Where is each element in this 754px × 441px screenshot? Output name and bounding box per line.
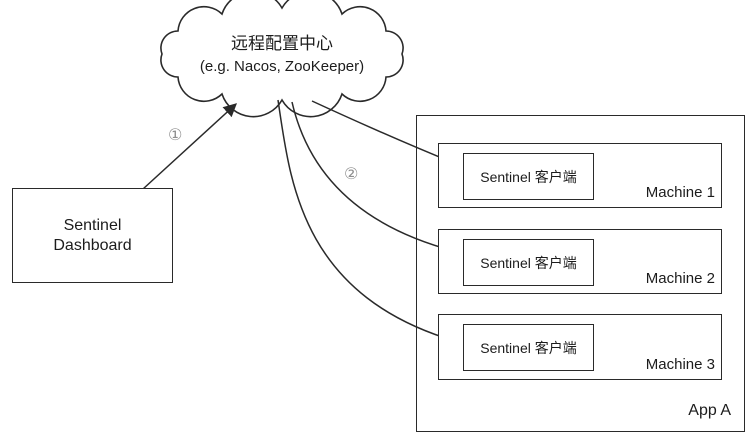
machine-3-label: Machine 3	[645, 356, 715, 373]
machine-2-sentinel-client: Sentinel 客户端	[463, 239, 594, 286]
arrow-dashboard-to-config	[142, 103, 237, 190]
app-a-label: App A	[688, 402, 731, 419]
remote-config-center: 远程配置中心 (e.g. Nacos, ZooKeeper)	[162, 32, 402, 78]
app-a-group: Sentinel 客户端 Machine 1 Sentinel 客户端 Mach…	[416, 115, 745, 432]
arrow-config-to-machine-2	[291, 101, 456, 255]
machine-3-sentinel-client: Sentinel 客户端	[463, 324, 594, 371]
sentinel-dashboard-node: Sentinel Dashboard	[12, 188, 173, 283]
machine-2-node: Sentinel 客户端 Machine 2	[438, 229, 722, 294]
dashboard-label-line1: Sentinel	[63, 216, 122, 234]
machine-1-node: Sentinel 客户端 Machine 1	[438, 143, 722, 208]
remote-config-cloud-shape	[160, 0, 404, 118]
machine-3-node: Sentinel 客户端 Machine 3	[438, 314, 722, 380]
dashboard-label-line2: Dashboard	[53, 236, 132, 254]
machine-2-label: Machine 2	[645, 270, 715, 287]
remote-config-title: 远程配置中心	[231, 34, 333, 53]
machine-1-label: Machine 1	[645, 184, 715, 201]
step-1-badge: ①	[168, 127, 183, 144]
machine-1-sentinel-client: Sentinel 客户端	[463, 153, 594, 200]
arrow-config-to-machine-3	[277, 99, 457, 345]
step-2-badge: ②	[344, 166, 359, 183]
remote-config-subtitle: (e.g. Nacos, ZooKeeper)	[199, 58, 365, 75]
